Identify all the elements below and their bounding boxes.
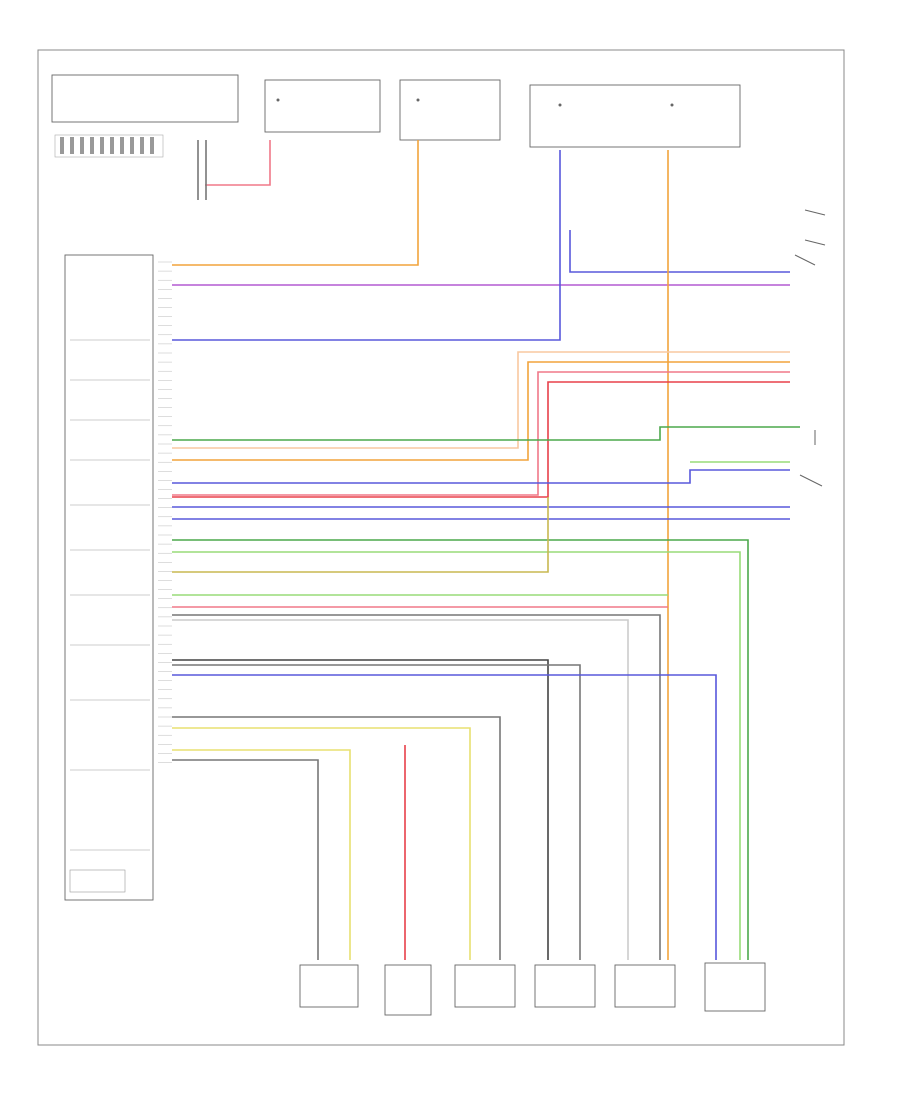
wire-blue-3 — [569, 230, 790, 273]
wire-gray-24 — [172, 716, 501, 960]
wire-yellow-27 — [172, 749, 351, 960]
wire-olive-16 — [172, 497, 549, 573]
bottom-sensors — [299, 962, 766, 1016]
fuse-box-2 — [399, 79, 501, 141]
wire-green-14 — [172, 539, 749, 960]
wire-group — [172, 140, 800, 960]
control-module — [64, 254, 154, 901]
ground-symbol — [69, 869, 126, 893]
fuse-box-3 — [529, 84, 741, 148]
wire-gray-20 — [172, 614, 661, 960]
wire-yellow-25 — [172, 727, 471, 960]
wire-pink-7 — [172, 371, 790, 496]
wire-lightgreen-15 — [172, 551, 741, 960]
steering-angle-sensor — [51, 74, 239, 158]
wire-pink-29 — [205, 140, 271, 186]
wire-lightgray-19 — [172, 619, 629, 960]
wire-darkgray-21 — [172, 659, 549, 960]
wire-blue-23 — [172, 674, 717, 960]
wire-green-9 — [172, 426, 800, 441]
wire-gray-22 — [172, 664, 581, 960]
wire-gray-26 — [172, 759, 319, 960]
diagram-frame — [37, 49, 845, 1046]
wire-blue-2 — [172, 150, 561, 341]
connector-ticks — [158, 261, 172, 763]
wire-orange-6 — [172, 361, 790, 461]
wire-blue-10 — [172, 469, 790, 484]
wire-orange-0 — [172, 140, 419, 266]
switch-top-right — [794, 209, 826, 266]
wire-peach-5 — [172, 351, 790, 449]
switch-mid-right — [799, 430, 823, 487]
fuse-box-1 — [264, 79, 381, 133]
